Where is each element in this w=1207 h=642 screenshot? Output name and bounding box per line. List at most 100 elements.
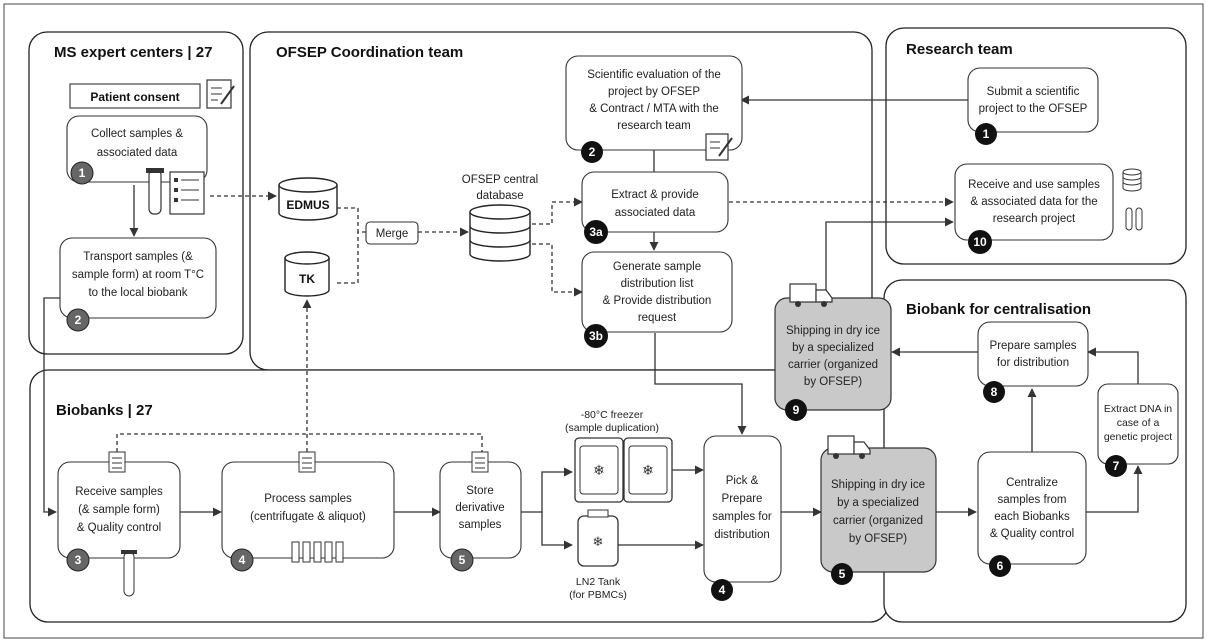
patient-consent-box xyxy=(69,83,201,109)
line-tk-merge xyxy=(337,232,359,284)
svg-text:9: 9 xyxy=(793,403,800,417)
centralize-box xyxy=(977,451,1087,565)
submit-line-1: Submit a scientific xyxy=(987,86,1080,98)
arrow-dna-prepare xyxy=(1087,347,1139,384)
store-line-3: samples xyxy=(459,519,502,531)
dna-line-1: Extract DNA in xyxy=(1104,403,1172,415)
evaluation-line-3: & Contract / MTA with the xyxy=(589,103,719,115)
extract-box xyxy=(581,171,729,233)
consent-form-icon xyxy=(206,79,235,109)
arrow-generate-pick xyxy=(654,333,747,435)
step-badge-8: 8 xyxy=(983,381,1005,403)
research-receive-line-1: Receive and use samples xyxy=(968,179,1100,191)
svg-text:5: 5 xyxy=(459,553,466,567)
dna-line-2: case of a xyxy=(1117,417,1160,429)
shipping5-line-2: by a specialized xyxy=(837,497,919,509)
svg-text:3a: 3a xyxy=(589,225,603,239)
svg-text:7: 7 xyxy=(1113,459,1120,473)
receive-line-2: (& sample form) xyxy=(78,504,160,516)
collect-box xyxy=(66,115,208,183)
svg-text:❄: ❄ xyxy=(593,463,605,479)
svg-text:8: 8 xyxy=(991,385,998,399)
arrow-centralize-dna xyxy=(1086,465,1143,513)
step-badge-3-biobank: 3 xyxy=(66,548,90,572)
research-receive-line-2: & associated data for the xyxy=(970,196,1097,208)
generate-line-3: & Provide distribution xyxy=(603,295,712,307)
evaluation-line-2: project by OFSEP xyxy=(608,86,700,98)
generate-line-1: Generate sample xyxy=(613,261,701,273)
collect-line-1: Collect samples & xyxy=(91,128,183,140)
submit-box xyxy=(967,67,1099,133)
pick-line-4: distribution xyxy=(714,529,770,541)
store-line-1: Store xyxy=(466,485,494,497)
centralize-line-4: & Quality control xyxy=(990,528,1074,540)
generate-line-4: request xyxy=(638,312,677,324)
central-db-line-1: OFSEP central xyxy=(462,174,539,186)
arrow-db-extract xyxy=(532,197,583,225)
figure-border xyxy=(3,3,1204,639)
generate-line-2: distribution list xyxy=(621,278,695,290)
shipping9-line-2: by a specialized xyxy=(792,342,874,354)
truck-icon-9 xyxy=(789,283,833,307)
receive-line-3: & Quality control xyxy=(77,522,161,534)
process-line-1: Process samples xyxy=(264,493,352,505)
extract-line-2: associated data xyxy=(615,207,696,219)
edmus-label: EDMUS xyxy=(286,198,329,212)
extract-line-1: Extract & provide xyxy=(611,189,699,201)
shipping5-line-1: Shipping in dry ice xyxy=(831,479,925,491)
step-badge-7: 7 xyxy=(1105,455,1127,477)
shipping9-line-3: carrier (organized xyxy=(788,359,878,371)
shipping9-line-4: by OFSEP) xyxy=(804,376,862,388)
svg-text:5: 5 xyxy=(839,567,846,581)
patient-consent-label: Patient consent xyxy=(90,90,179,104)
transport-line-2: sample form) at room T°C xyxy=(72,269,204,281)
freezer-icon: ❄ ❄ xyxy=(574,437,673,503)
shipping-box-5 xyxy=(820,447,937,573)
edmus-database-icon xyxy=(278,177,338,221)
evaluation-line-1: Scientific evaluation of the xyxy=(587,69,721,81)
process-line-2: (centrifugate & aliquot) xyxy=(250,511,366,523)
step-badge-4-pick: 4 xyxy=(711,579,733,601)
receive-form-icon xyxy=(108,451,126,473)
step-badge-3b: 3b xyxy=(584,324,608,348)
merge-box xyxy=(365,221,419,245)
arrow-store-ln2 xyxy=(541,512,573,550)
step-badge-5-biobank: 5 xyxy=(450,548,474,572)
step-badge-5-shipping: 5 xyxy=(831,563,853,585)
arrow-db-generate xyxy=(532,243,583,297)
step-badge-9: 9 xyxy=(785,399,807,421)
shipping-box-9 xyxy=(774,297,892,411)
svg-text:2: 2 xyxy=(75,313,82,327)
form-icon xyxy=(169,171,205,215)
panel-biobanks-title: Biobanks | 27 xyxy=(56,402,153,419)
shipping5-line-3: carrier (organized xyxy=(833,515,923,527)
aliquot-tubes-icon xyxy=(291,541,344,563)
panel-central-title: Biobank for centralisation xyxy=(906,301,1091,318)
svg-text:10: 10 xyxy=(973,235,987,249)
prepare-line-2: for distribution xyxy=(997,357,1069,369)
generate-box xyxy=(581,251,733,333)
svg-text:1: 1 xyxy=(79,166,86,180)
receive-line-1: Receive samples xyxy=(75,486,163,498)
step-badge-1-ms: 1 xyxy=(70,161,94,185)
shipping9-line-1: Shipping in dry ice xyxy=(786,325,880,337)
centralize-line-3: each Biobanks xyxy=(994,511,1070,523)
pick-line-2: Prepare xyxy=(722,493,763,505)
line-edmus-merge xyxy=(337,207,366,233)
panel-ms-title: MS expert centers | 27 xyxy=(54,44,212,61)
svg-text:❄: ❄ xyxy=(593,535,604,550)
contract-icon xyxy=(705,133,733,161)
evaluation-box xyxy=(565,55,743,151)
pick-line-1: Pick & xyxy=(726,475,759,487)
research-receive-box xyxy=(954,163,1114,241)
svg-text:3b: 3b xyxy=(589,329,603,343)
centralize-line-2: samples from xyxy=(997,494,1066,506)
step-badge-1-research: 1 xyxy=(975,123,997,145)
arrow-shipping-research xyxy=(825,217,954,300)
step-badge-10: 10 xyxy=(968,230,992,254)
store-line-2: derivative xyxy=(455,502,504,514)
svg-text:6: 6 xyxy=(997,559,1004,573)
collect-line-2: associated data xyxy=(97,147,178,159)
step-badge-4-biobank: 4 xyxy=(230,548,254,572)
